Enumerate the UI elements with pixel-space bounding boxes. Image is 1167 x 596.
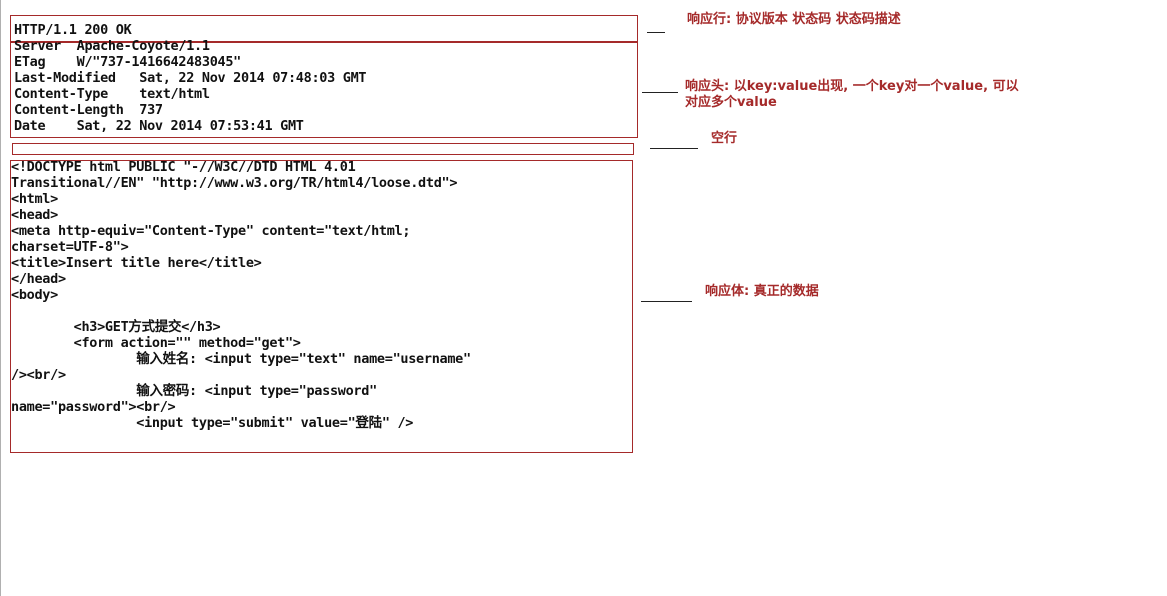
header-line: Last-Modified Sat, 22 Nov 2014 07:48:03 … xyxy=(14,70,367,86)
body-line: <title>Insert title here</title> xyxy=(11,255,262,271)
body-box xyxy=(10,160,633,453)
header-line: Content-Length 737 xyxy=(14,102,163,118)
body-line: Transitional//EN" "http://www.w3.org/TR/… xyxy=(11,175,458,191)
headers-box xyxy=(10,42,638,138)
header-line: ETag W/"737-1416642483045" xyxy=(14,54,242,70)
headers-annotation-line2: 对应多个value xyxy=(685,95,777,110)
body-line: <body> xyxy=(11,287,58,303)
body-line: <!DOCTYPE html PUBLIC "-//W3C//DTD HTML … xyxy=(11,159,356,175)
body-annotation: 响应体: 真正的数据 xyxy=(705,284,819,299)
status-line-text: HTTP/1.1 200 OK xyxy=(14,22,132,38)
status-line-annotation: 响应行: 协议版本 状态码 状态码描述 xyxy=(687,12,901,27)
status-line-box xyxy=(10,15,638,42)
body-line: </head> xyxy=(11,271,66,287)
body-line: charset=UTF-8"> xyxy=(11,239,129,255)
body-leader xyxy=(641,301,692,302)
body-line: name="password"><br/> xyxy=(11,399,176,415)
left-edge-border xyxy=(0,0,1,596)
body-line: <html> xyxy=(11,191,58,207)
body-line: <h3>GET方式提交</h3> xyxy=(11,319,221,335)
header-line: Content-Type text/html xyxy=(14,86,210,102)
header-line: Date Sat, 22 Nov 2014 07:53:41 GMT xyxy=(14,118,304,134)
headers-annotation-line1: 响应头: 以key:value出现, 一个key对一个value, 可以 xyxy=(685,79,1019,94)
body-line: 输入密码: <input type="password" xyxy=(11,383,377,399)
body-line: <form action="" method="get"> xyxy=(11,335,301,351)
headers-leader xyxy=(642,92,678,93)
body-line: <input type="submit" value="登陆" /> xyxy=(11,415,414,431)
body-line: <meta http-equiv="Content-Type" content=… xyxy=(11,223,411,239)
blank-line-leader xyxy=(650,148,698,149)
status-line-leader xyxy=(647,32,665,33)
body-line: 输入姓名: <input type="text" name="username" xyxy=(11,351,471,367)
blank-line-box xyxy=(12,143,634,155)
header-line: Server Apache-Coyote/1.1 xyxy=(14,38,210,54)
blank-line-annotation: 空行 xyxy=(711,131,738,146)
body-line: /><br/> xyxy=(11,367,66,383)
body-line: <head> xyxy=(11,207,58,223)
